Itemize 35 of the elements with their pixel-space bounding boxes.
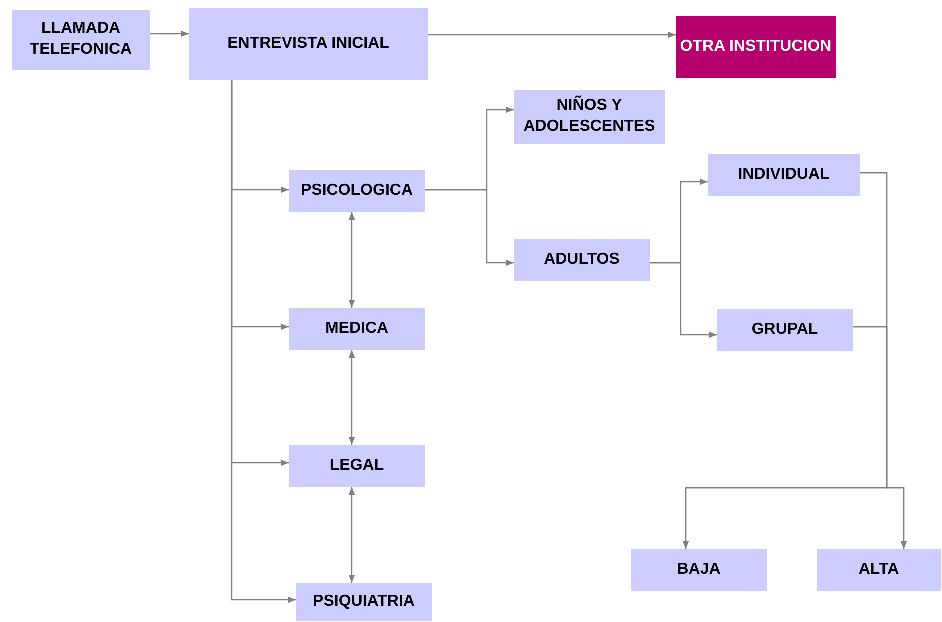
process-box — [189, 8, 428, 80]
node-label: LLAMADA TELEFONICA — [28, 19, 134, 60]
process-box — [514, 239, 650, 281]
arrow — [853, 326, 908, 549]
node-label: INDIVIDUAL — [738, 164, 830, 185]
process-box — [514, 90, 665, 144]
process-box — [817, 549, 941, 591]
node-label: PSIQUIATRIA — [313, 592, 415, 612]
arrow — [348, 487, 356, 583]
node-label: MEDICA — [325, 318, 389, 339]
node-label: ENTREVISTA INICIAL — [228, 34, 390, 54]
node-label: BAJA — [677, 560, 721, 580]
node-label: OTRA INSTITUCION — [680, 36, 832, 57]
node-label: LEGAL — [330, 456, 384, 476]
process-box — [708, 154, 860, 196]
arrow — [231, 80, 296, 604]
process-box — [631, 549, 767, 591]
process-box — [289, 170, 425, 212]
node-label: ADULTOS — [544, 250, 620, 270]
arrow — [425, 189, 514, 266]
node-label: ALTA — [858, 560, 900, 580]
outcome-box — [676, 16, 836, 78]
process-box — [296, 583, 432, 621]
arrow — [650, 262, 717, 338]
process-box — [289, 308, 425, 350]
arrow — [428, 32, 676, 38]
process-box — [717, 309, 853, 351]
node-label: NIÑOS Y ADOLESCENTES — [522, 96, 656, 137]
node-label: PSICOLOGICA — [300, 180, 413, 201]
arrow — [150, 30, 189, 38]
process-box — [12, 10, 150, 70]
node-label: GRUPAL — [752, 320, 818, 340]
arrow — [348, 212, 356, 308]
process-box — [289, 445, 425, 487]
arrow — [348, 350, 356, 445]
